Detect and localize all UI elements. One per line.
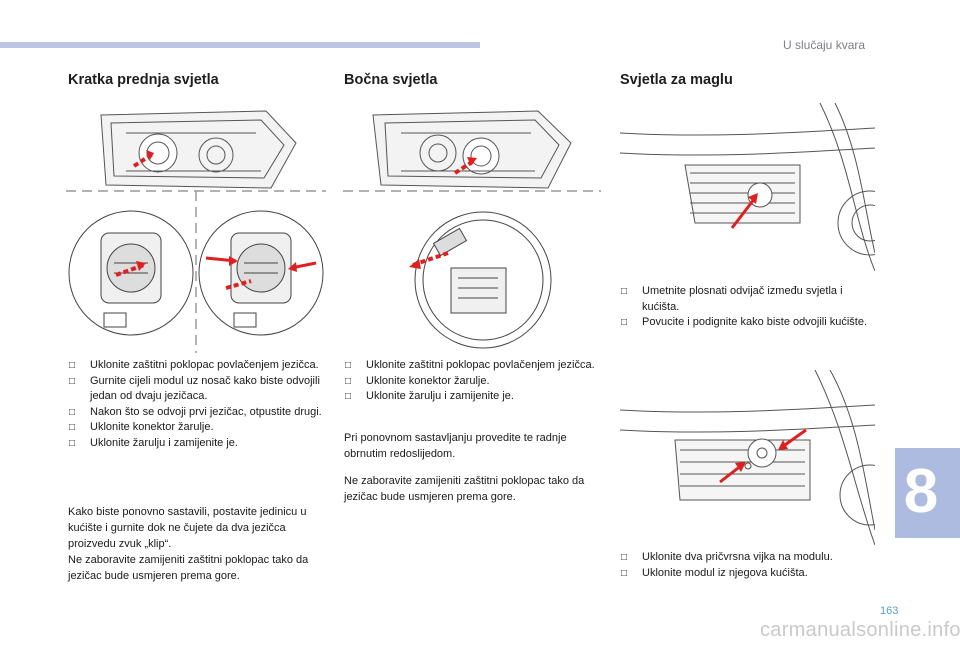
side-light-cover-note: Ne zaboravite zamijeniti zaštitni poklop… bbox=[344, 473, 599, 505]
list-item: □Uklonite konektor žarulje. bbox=[344, 374, 599, 390]
list-item: □Uklonite žarulju i zamijenite je. bbox=[68, 436, 326, 452]
checkbox-icon: □ bbox=[345, 360, 352, 371]
section-side-lights: Bočna svjetla bbox=[344, 72, 599, 88]
fog-light-steps-a: □Umetnite plosnati odvijač između svjetl… bbox=[620, 284, 878, 331]
list-item: □Uklonite zaštitni poklopac povlačenjem … bbox=[68, 358, 326, 374]
list-item: □Uklonite žarulju i zamijenite je. bbox=[344, 389, 599, 405]
list-item: □Umetnite plosnati odvijač između svjetl… bbox=[621, 285, 843, 313]
checkbox-icon: □ bbox=[69, 375, 76, 387]
cover-note: Ne zaboravite zamijeniti zaštitni poklop… bbox=[68, 554, 309, 582]
headlamp-illustration-low-beam bbox=[66, 103, 326, 353]
section-low-beam: Kratka prednja svjetla bbox=[68, 72, 323, 88]
section-title: Kratka prednja svjetla bbox=[68, 72, 219, 88]
cover-note: Ne zaboravite zamijeniti zaštitni poklop… bbox=[344, 475, 585, 503]
low-beam-note: Kako biste ponovno sastavili, postavite … bbox=[68, 504, 326, 584]
list-item: □Povucite i podignite kako biste odvojil… bbox=[620, 315, 878, 331]
low-beam-steps: □Uklonite zaštitni poklopac povlačenjem … bbox=[68, 358, 326, 451]
checkbox-icon: □ bbox=[69, 437, 76, 449]
checkbox-icon: □ bbox=[69, 422, 76, 433]
watermark: carmanualsonline.info bbox=[760, 619, 960, 641]
checkbox-icon: □ bbox=[69, 360, 76, 371]
checkbox-icon: □ bbox=[621, 567, 628, 579]
chapter-title: U slučaju kvara bbox=[783, 38, 866, 52]
list-item: □Uklonite dva pričvrsna vijka na modulu. bbox=[620, 550, 878, 566]
reassembly-note: Pri ponovnom sastavljanju provedite te r… bbox=[344, 432, 567, 460]
list-item: □Uklonite modul iz njegova kućišta. bbox=[620, 566, 878, 582]
section-fog-lights: Svjetla za maglu bbox=[620, 72, 875, 88]
checkbox-icon: □ bbox=[345, 375, 352, 387]
checkbox-icon: □ bbox=[345, 391, 352, 402]
checkbox-icon: □ bbox=[621, 552, 628, 563]
section-title: Svjetla za maglu bbox=[620, 72, 733, 88]
chapter-number: 8 bbox=[903, 457, 939, 526]
headlamp-illustration-side-light bbox=[343, 103, 601, 353]
side-light-steps: □Uklonite zaštitni poklopac povlačenjem … bbox=[344, 358, 599, 405]
section-title: Bočna svjetla bbox=[344, 72, 438, 88]
checkbox-icon: □ bbox=[621, 317, 628, 328]
fog-light-illustration-screws bbox=[620, 370, 875, 545]
reassembly-note: Kako biste ponovno sastavili, postavite … bbox=[68, 506, 307, 550]
top-color-bar bbox=[0, 42, 480, 48]
fog-light-steps-b: □Uklonite dva pričvrsna vijka na modulu.… bbox=[620, 550, 878, 581]
list-item: □Uklonite konektor žarulje. bbox=[68, 420, 326, 436]
checkbox-icon: □ bbox=[69, 406, 76, 418]
list-item: □Uklonite zaštitni poklopac povlačenjem … bbox=[344, 358, 599, 374]
list-item: □Gurnite cijeli modul uz nosač kako bist… bbox=[69, 374, 320, 403]
list-item: □Nakon što se odvoji prvi jezičac, otpus… bbox=[68, 405, 326, 421]
fog-light-illustration-screwdriver bbox=[620, 103, 875, 271]
side-light-note: Pri ponovnom sastavljanju provedite te r… bbox=[344, 430, 599, 462]
page-number: 163 bbox=[880, 605, 899, 617]
chapter-tab: 8 bbox=[895, 448, 960, 538]
checkbox-icon: □ bbox=[621, 286, 628, 297]
